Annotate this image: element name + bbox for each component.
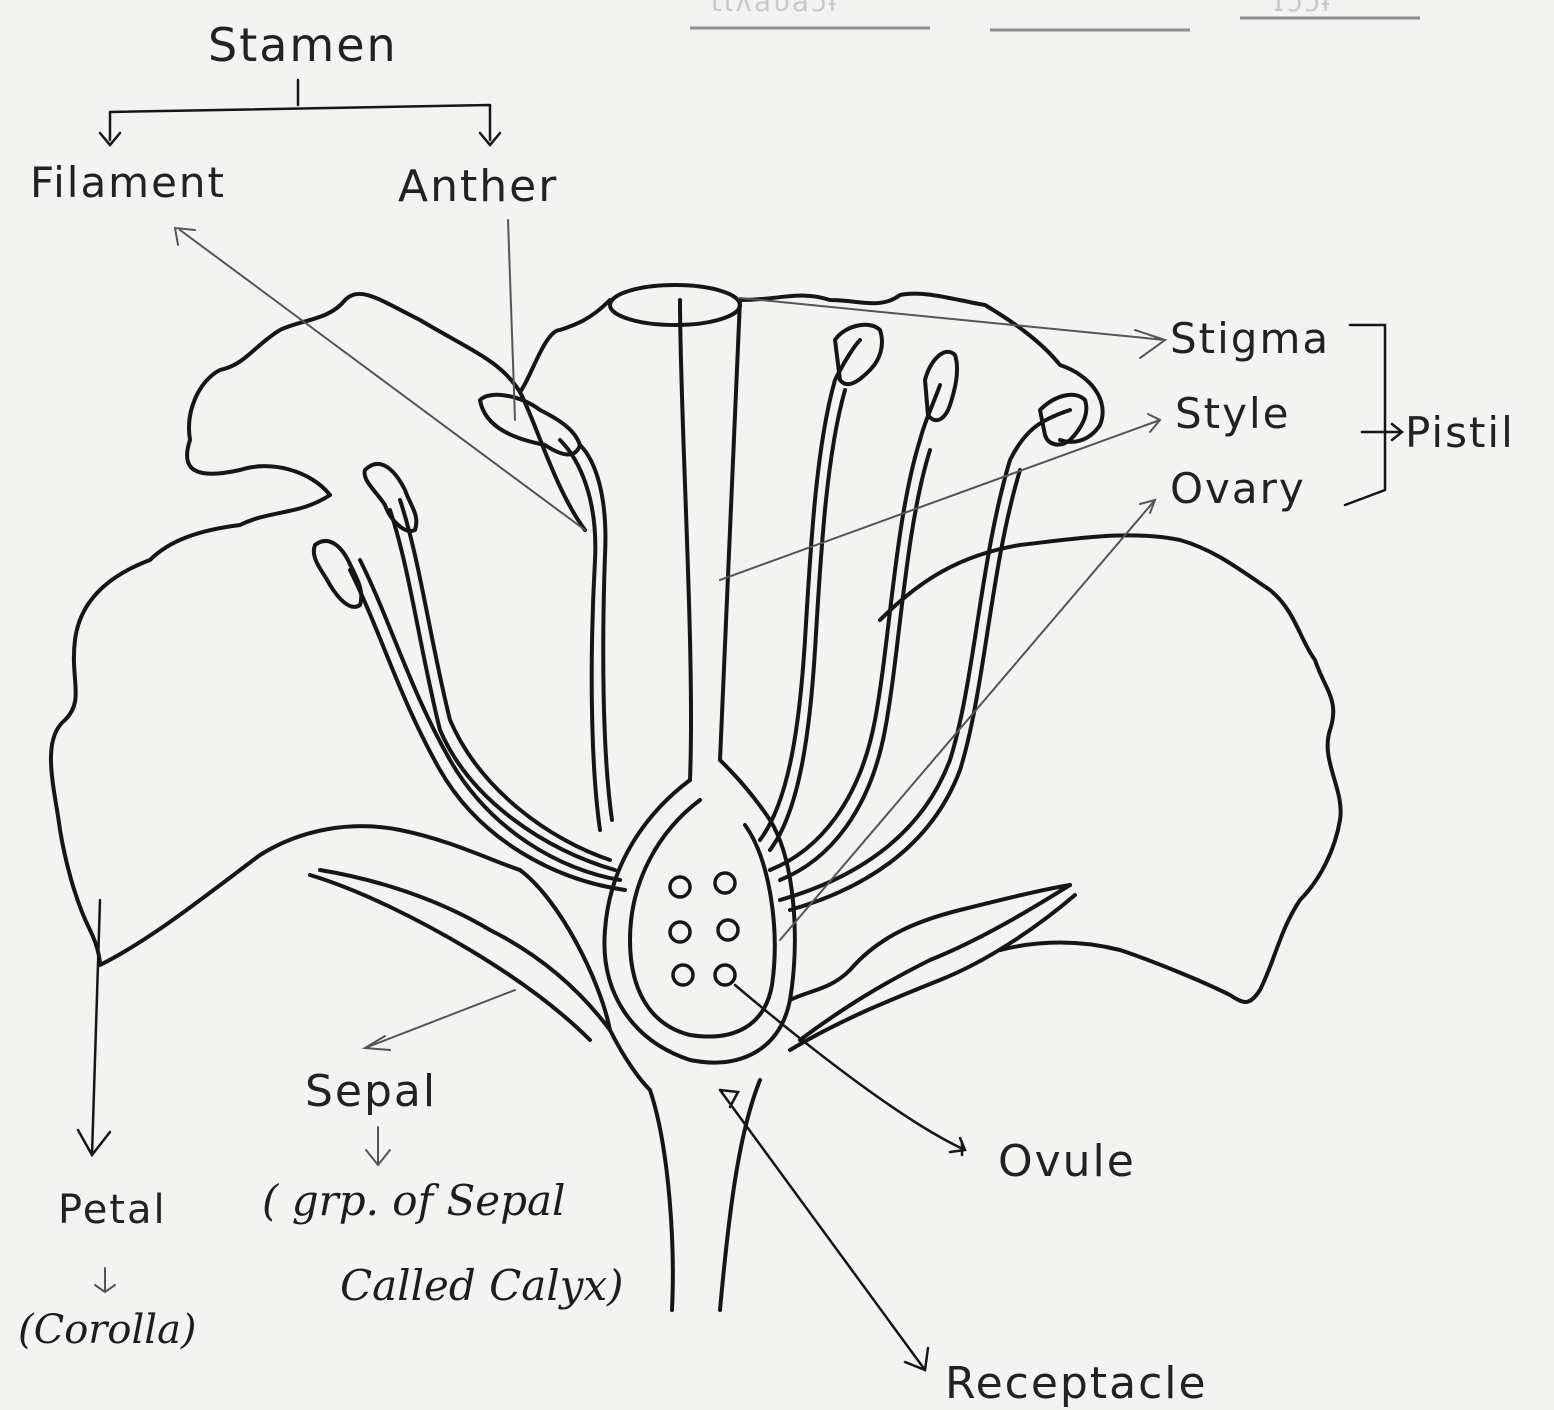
sepal-left xyxy=(310,870,610,1040)
style xyxy=(680,300,740,780)
petal-top-middle xyxy=(520,300,610,392)
label-petal: Petal xyxy=(58,1190,167,1230)
label-ovary: Ovary xyxy=(1170,468,1306,510)
label-anther: Anther xyxy=(398,165,558,209)
label-stamen: Stamen xyxy=(208,22,398,68)
label-ovule: Ovule xyxy=(998,1140,1136,1184)
style-leader xyxy=(720,414,1160,580)
label-sepal-note-line1: ( grp. of Sepal xyxy=(262,1180,565,1222)
sepal-right xyxy=(790,885,1075,1050)
petal-right xyxy=(880,535,1341,1002)
ovules xyxy=(670,873,738,985)
label-filament: Filament xyxy=(30,162,226,204)
label-stigma: Stigma xyxy=(1170,318,1330,360)
petal-left xyxy=(51,495,520,965)
filament-left-2 xyxy=(390,500,615,870)
anther-leader xyxy=(508,220,515,420)
label-sepal: Sepal xyxy=(305,1070,437,1114)
petal-top-left xyxy=(187,294,585,530)
petal-arrow xyxy=(95,1268,115,1292)
stigma-leader xyxy=(740,298,1165,358)
anther-2 xyxy=(365,464,417,531)
filament-leader xyxy=(175,228,585,530)
label-pistil: Pistil xyxy=(1405,412,1515,454)
pistil-arrow xyxy=(1362,424,1402,440)
filament-left-1 xyxy=(350,560,625,890)
ovary-leader xyxy=(780,500,1155,940)
ovule-leader xyxy=(735,985,965,1152)
sepal-leader xyxy=(365,990,515,1050)
header-fragment-right: ɿɔɔɨ xyxy=(1270,0,1331,16)
anther-4 xyxy=(835,325,882,384)
label-sepal-note-line2: Called Calyx) xyxy=(340,1265,624,1307)
anther-3 xyxy=(314,541,362,607)
sepal-arrow xyxy=(366,1127,390,1165)
label-receptacle: Receptacle xyxy=(945,1362,1208,1406)
label-style: Style xyxy=(1175,393,1291,435)
receptacle-leader xyxy=(720,1090,928,1370)
label-petal-note: (Corolla) xyxy=(18,1310,197,1350)
stamen-bracket xyxy=(110,80,490,140)
pistil-bracket xyxy=(1345,325,1385,505)
header-fragment-left: ʼtɩʌaʋaɔɨ xyxy=(700,0,838,16)
stigma xyxy=(610,285,740,325)
filament-right-3 xyxy=(760,340,860,850)
filament-right-2 xyxy=(770,385,940,880)
